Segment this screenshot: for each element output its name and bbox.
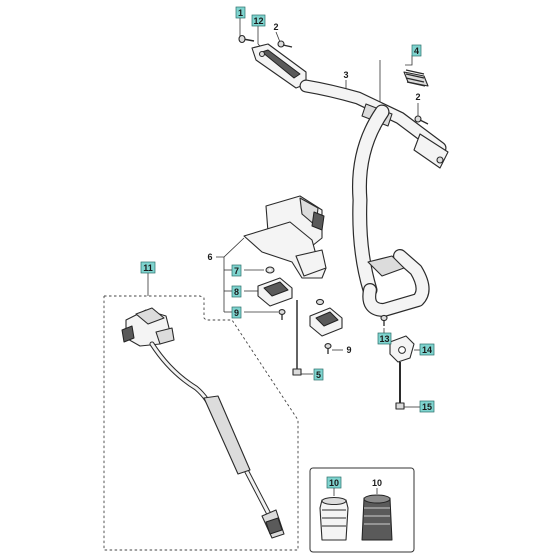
callout-11: 11 <box>140 261 156 274</box>
screw-2-right <box>414 115 429 125</box>
assembly-11-boundary <box>103 295 299 551</box>
svg-text:4: 4 <box>414 46 419 56</box>
svg-text:5: 5 <box>316 370 321 380</box>
callout-8: 8 <box>231 285 242 298</box>
svg-text:1: 1 <box>238 8 243 18</box>
svg-text:13: 13 <box>379 334 389 344</box>
washer-7 <box>265 266 275 274</box>
svg-text:14: 14 <box>422 345 432 355</box>
svg-text:6: 6 <box>207 252 212 262</box>
svg-text:7: 7 <box>234 266 239 276</box>
callout-7: 7 <box>231 264 242 277</box>
svg-text:10: 10 <box>329 478 339 488</box>
handlebar-3 <box>299 79 449 317</box>
screw-13 <box>380 314 388 326</box>
svg-text:12: 12 <box>253 16 263 26</box>
callout-9-right: 9 <box>346 345 351 355</box>
handle-grip-12 <box>251 43 307 89</box>
callout-15: 15 <box>419 400 435 413</box>
svg-text:9: 9 <box>346 345 351 355</box>
svg-text:3: 3 <box>343 70 348 80</box>
callout-2-right: 2 <box>415 92 420 102</box>
damper-pad-lower <box>309 298 343 337</box>
svg-text:10: 10 <box>372 478 382 488</box>
callout-1: 1 <box>235 6 246 19</box>
screw-9-left <box>278 309 286 320</box>
callout-13: 13 <box>377 332 392 345</box>
callout-9-left: 9 <box>231 306 242 319</box>
callout-10-left: 10 <box>326 476 342 489</box>
throttle-control-11 <box>121 307 285 539</box>
damper-pad-8 <box>257 277 293 307</box>
svg-text:15: 15 <box>422 402 432 412</box>
bolt-15 <box>395 362 405 410</box>
bolt-5 <box>292 300 302 376</box>
callout-12: 12 <box>251 14 266 27</box>
clamp-14 <box>389 335 415 363</box>
callout-2-top: 2 <box>273 22 278 32</box>
connector-10-right <box>361 494 393 541</box>
mount-bracket-6 <box>243 195 327 279</box>
callout-3: 3 <box>343 70 348 80</box>
svg-text:9: 9 <box>234 308 239 318</box>
screw-9-right <box>324 343 332 354</box>
svg-text:8: 8 <box>234 287 239 297</box>
connector-10-left <box>319 496 349 541</box>
callout-14: 14 <box>419 343 435 356</box>
spring-4 <box>403 69 429 87</box>
svg-text:2: 2 <box>415 92 420 102</box>
leader-lines <box>147 17 420 408</box>
callout-10-right: 10 <box>372 478 382 488</box>
callout-4: 4 <box>411 44 422 57</box>
svg-text:2: 2 <box>273 22 278 32</box>
screw-2-top <box>277 40 293 48</box>
callout-5: 5 <box>313 368 324 381</box>
callout-6: 6 <box>207 252 212 262</box>
svg-text:11: 11 <box>143 263 153 273</box>
screw-1 <box>238 34 255 44</box>
